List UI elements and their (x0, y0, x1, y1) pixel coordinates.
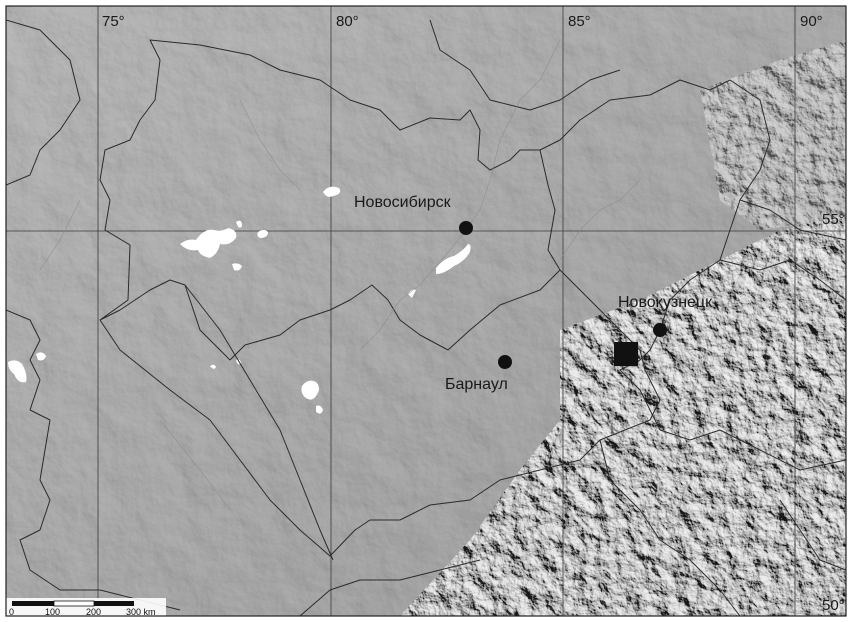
city-marker-novokuznetsk (653, 323, 667, 337)
map-frame (5, 5, 847, 617)
terrain-layer (6, 6, 846, 616)
site-square-marker (614, 342, 638, 366)
graticule (6, 6, 846, 616)
scale-bar: 0 100 200 300 km (6, 598, 166, 617)
graticule-labels: 75° 80° 85° 90° 55° 50° (102, 13, 845, 614)
river (39, 199, 81, 271)
lake (408, 289, 416, 298)
scale-tick-300: 300 km (126, 607, 156, 617)
lake (232, 263, 242, 271)
lake (8, 360, 27, 383)
border-novosibirsk (99, 39, 561, 361)
border-kemerovo (539, 79, 771, 441)
lon-label-90: 90° (800, 13, 823, 30)
lake (236, 220, 242, 228)
river-ob (359, 39, 561, 351)
border-south-2 (599, 439, 741, 616)
city-markers: Новосибирск Барнаул Новокузнецк (354, 194, 713, 393)
lake (316, 405, 323, 414)
border-north (6, 19, 81, 186)
border-diagonal (184, 284, 334, 561)
city-marker-novosibirsk (459, 221, 473, 235)
border-south (719, 429, 846, 471)
scale-segment (53, 600, 95, 607)
border-east-2 (739, 199, 846, 241)
city-label-novokuznetsk: Новокузнецк (618, 294, 713, 311)
border-kazakhstan (6, 309, 181, 611)
border-south-4 (299, 559, 481, 616)
city-marker-barnaul (498, 355, 512, 369)
river (559, 179, 641, 261)
river (239, 99, 301, 191)
lake (180, 228, 237, 258)
lon-label-75: 75° (102, 13, 125, 30)
lon-label-85: 85° (568, 13, 591, 30)
rivers (39, 39, 641, 511)
lakes (8, 186, 471, 414)
lake (301, 380, 319, 400)
lon-label-80: 80° (336, 13, 359, 30)
river (159, 419, 231, 511)
lake (210, 364, 216, 369)
scale-tick-0: 0 (9, 607, 14, 617)
lat-label-55: 55° (822, 211, 845, 228)
border-east (719, 259, 846, 301)
city-label-novosibirsk: Новосибирск (354, 194, 452, 211)
border-north-2 (429, 19, 621, 111)
lake (323, 186, 341, 197)
lake-reservoir (436, 244, 471, 274)
city-label-barnaul: Барнаул (445, 376, 508, 393)
lat-label-50: 50° (822, 597, 845, 614)
scale-tick-100: 100 (45, 607, 60, 617)
border-south-3 (779, 499, 846, 571)
border-altai-krai (99, 269, 661, 557)
lake (36, 352, 46, 361)
lake (257, 230, 268, 238)
scale-tick-200: 200 (86, 607, 101, 617)
mountain-relief (400, 215, 846, 616)
scale-segment (94, 601, 134, 606)
scale-segment (12, 601, 54, 606)
administrative-borders (6, 19, 846, 616)
